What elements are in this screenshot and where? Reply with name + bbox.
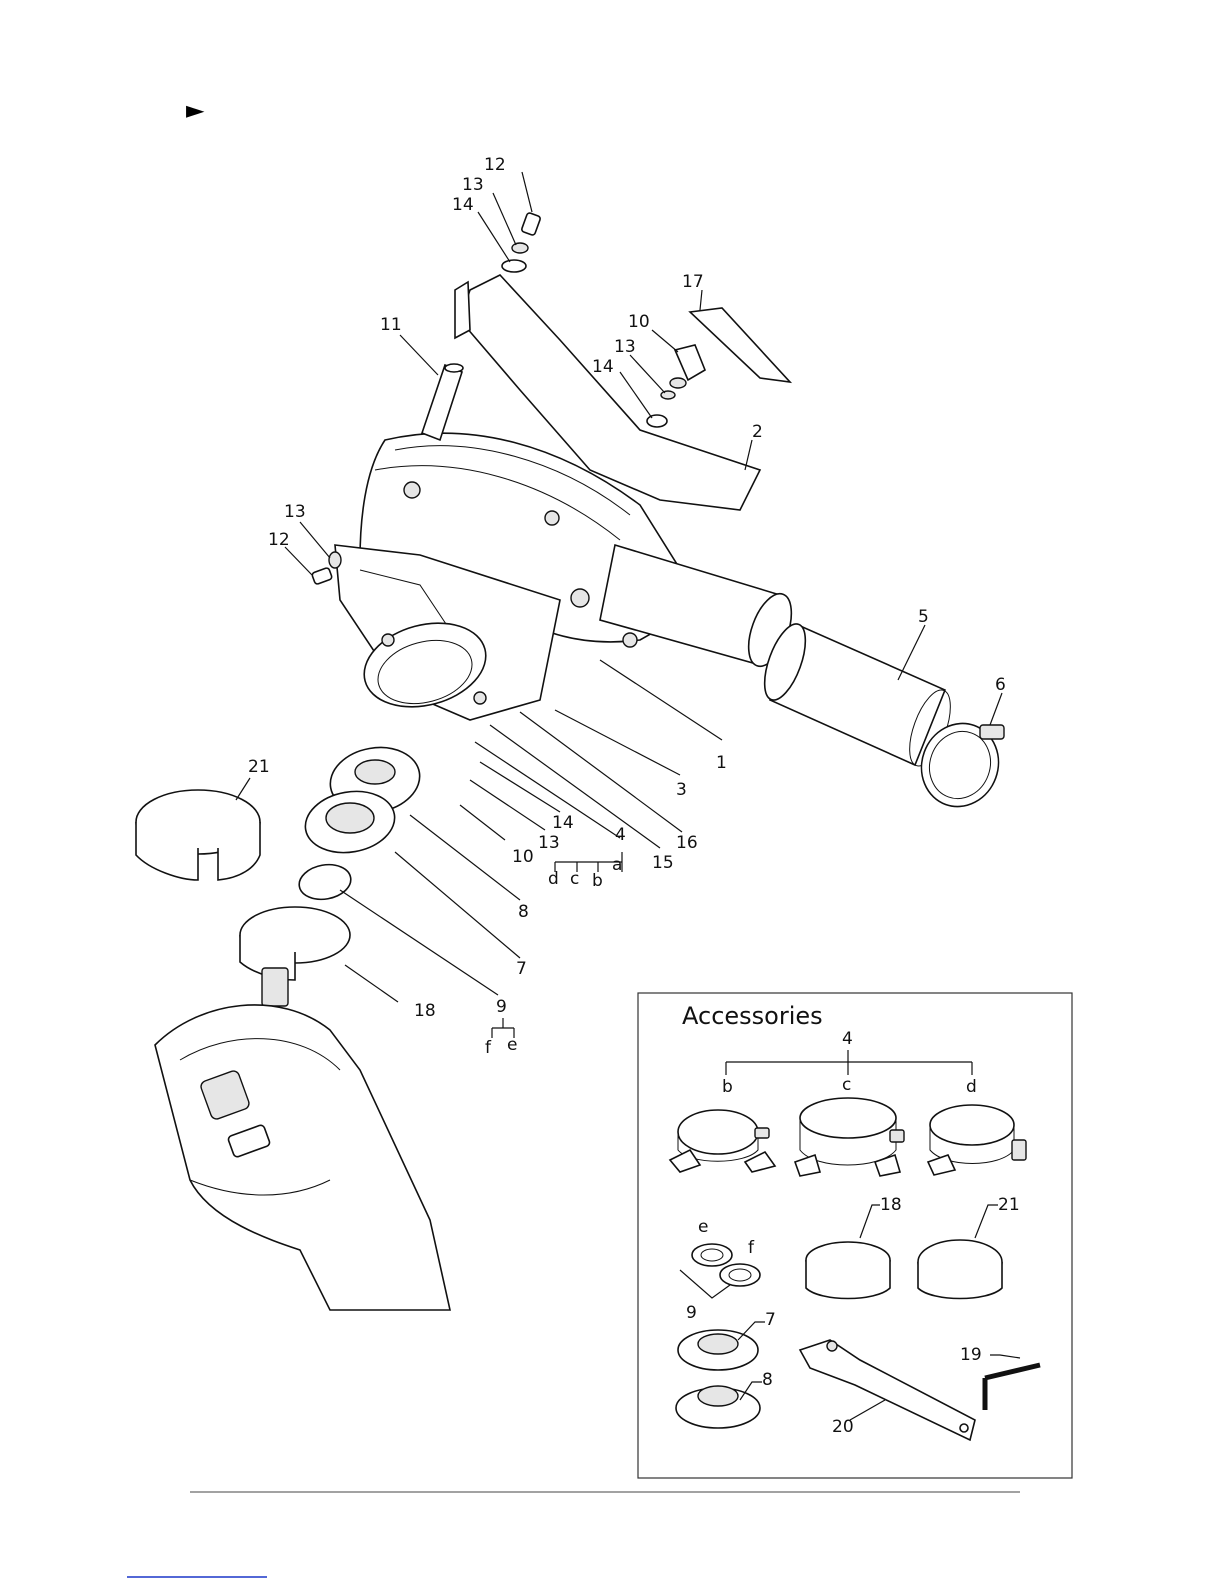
label-4: 4 xyxy=(615,825,626,845)
label-12-top: 12 xyxy=(484,155,506,175)
label-14-top: 14 xyxy=(452,195,474,215)
acc-split-ring-18 xyxy=(806,1242,890,1299)
label-13-left: 13 xyxy=(284,502,306,522)
acc-label-9: 9 xyxy=(686,1303,697,1323)
angle-grinder-body xyxy=(155,968,450,1310)
label-17: 17 xyxy=(682,272,704,292)
acc-label-4: 4 xyxy=(842,1029,853,1049)
acc-label-f: f xyxy=(748,1238,755,1258)
label-15: 15 xyxy=(652,853,674,873)
label-sub-b: b xyxy=(592,871,603,891)
label-2: 2 xyxy=(752,422,763,442)
part-11-spacer xyxy=(422,364,463,440)
label-10-lower: 10 xyxy=(512,847,534,867)
label-13-lower: 13 xyxy=(538,833,560,853)
accessories-title: Accessories xyxy=(682,1002,823,1030)
acc-label-19: 19 xyxy=(960,1345,982,1365)
acc-split-ring-21 xyxy=(918,1240,1002,1299)
label-3: 3 xyxy=(676,780,687,800)
label-sub-e: e xyxy=(507,1035,517,1055)
label-1: 1 xyxy=(716,753,727,773)
acc-label-21: 21 xyxy=(998,1195,1020,1215)
acc-label-b: b xyxy=(722,1077,733,1097)
acc-label-7: 7 xyxy=(765,1310,776,1330)
label-14-lower: 14 xyxy=(552,813,574,833)
label-18: 18 xyxy=(414,1001,436,1021)
label-13-upper: 13 xyxy=(614,337,636,357)
acc-label-18: 18 xyxy=(880,1195,902,1215)
acc-label-20: 20 xyxy=(832,1417,854,1437)
section-bullet: ► xyxy=(186,96,205,124)
part-18-split-ring xyxy=(240,907,350,980)
part-21-split-ring xyxy=(136,790,260,880)
label-10-upper: 10 xyxy=(628,312,650,332)
label-sub-c: c xyxy=(570,869,579,889)
part-10-knob-upper xyxy=(647,345,705,427)
label-sub-f: f xyxy=(485,1038,492,1058)
part-9-ring xyxy=(296,861,353,904)
label-13-top: 13 xyxy=(462,175,484,195)
accessories-panel: Accessories 4 b c d xyxy=(638,993,1072,1478)
acc-label-d: d xyxy=(966,1077,977,1097)
left-fasteners xyxy=(311,552,341,585)
top-fasteners xyxy=(502,212,541,272)
label-6: 6 xyxy=(995,675,1006,695)
label-11: 11 xyxy=(380,315,402,335)
acc-ring-f xyxy=(720,1264,760,1286)
acc-label-8: 8 xyxy=(762,1370,773,1390)
label-14-upper: 14 xyxy=(592,357,614,377)
label-9: 9 xyxy=(496,997,507,1017)
acc-label-c: c xyxy=(842,1075,851,1095)
label-16: 16 xyxy=(676,833,698,853)
label-21: 21 xyxy=(248,757,270,777)
acc-bearing-7 xyxy=(678,1330,758,1370)
label-12-left: 12 xyxy=(268,530,290,550)
label-sub-a: a xyxy=(612,855,622,875)
acc-label-e: e xyxy=(698,1217,708,1237)
label-sub-d: d xyxy=(548,869,559,889)
acc-ring-e xyxy=(692,1244,732,1266)
label-8: 8 xyxy=(518,902,529,922)
label-7: 7 xyxy=(516,959,527,979)
label-5: 5 xyxy=(918,607,929,627)
